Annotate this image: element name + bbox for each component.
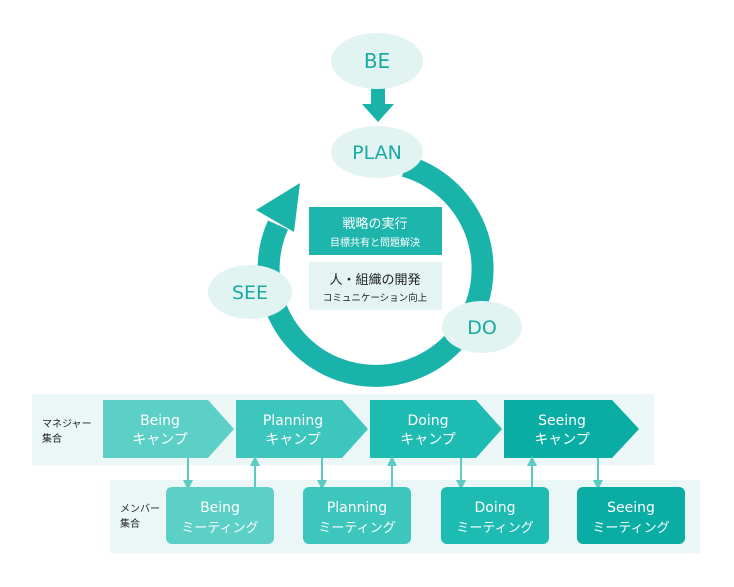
doing-meeting-label-2: ミーティング <box>456 521 533 536</box>
org-development-box <box>309 262 442 310</box>
be-to-plan-arrow <box>362 86 394 122</box>
see-label: SEE <box>232 282 268 304</box>
planning-meeting-label-1: Planning <box>327 500 387 516</box>
do-ellipse <box>442 301 522 353</box>
strategy-execution-subtitle: 目標共有と問題解決 <box>330 236 420 249</box>
strategy-execution-title: 戦略の実行 <box>342 216 407 232</box>
seeing-meeting-label-2: ミーティング <box>592 521 669 536</box>
seeing-meeting-label-1: Seeing <box>607 500 655 516</box>
being-meeting-label-1: Being <box>200 500 240 516</box>
plan-ellipse <box>331 126 423 178</box>
seeing-camp-label-1: Seeing <box>538 413 586 429</box>
see-ellipse <box>208 265 292 319</box>
org-development-subtitle: コミュニケーション向上 <box>323 292 428 304</box>
seeing-camp-label-2: キャンプ <box>534 432 590 448</box>
planning-camp-label-2: キャンプ <box>265 432 321 448</box>
do-label: DO <box>467 317 497 339</box>
cycle-arrowhead <box>256 183 300 232</box>
manager-row-label-1: マネジャー <box>42 418 92 430</box>
manager-row-label-2: 集合 <box>42 432 62 445</box>
org-development-title: 人・組織の開発 <box>329 273 420 288</box>
planning-camp-chevron <box>236 400 368 458</box>
planning-meeting-label-2: ミーティング <box>318 521 395 536</box>
planning-camp-label-1: Planning <box>263 413 323 429</box>
doing-camp-chevron <box>370 400 502 458</box>
being-camp-label-1: Being <box>140 413 180 429</box>
doing-camp-label-1: Doing <box>408 413 449 429</box>
being-meeting-label-2: ミーティング <box>181 521 258 536</box>
seeing-meeting-box <box>577 487 685 544</box>
doing-camp-label-2: キャンプ <box>400 432 456 448</box>
being-meeting-box <box>166 487 274 544</box>
being-camp-label-2: キャンプ <box>132 432 188 448</box>
doing-meeting-label-1: Doing <box>475 500 516 516</box>
be-label: BE <box>364 49 390 73</box>
doing-meeting-box <box>441 487 549 544</box>
strategy-execution-box <box>309 207 442 255</box>
being-camp-chevron <box>103 400 234 458</box>
be-ellipse <box>331 33 423 89</box>
member-row-label-2: 集合 <box>120 517 140 530</box>
planning-meeting-box <box>303 487 411 544</box>
member-row-label-1: メンバー <box>120 503 160 515</box>
seeing-camp-chevron <box>504 400 639 458</box>
plan-label: PLAN <box>352 142 402 164</box>
